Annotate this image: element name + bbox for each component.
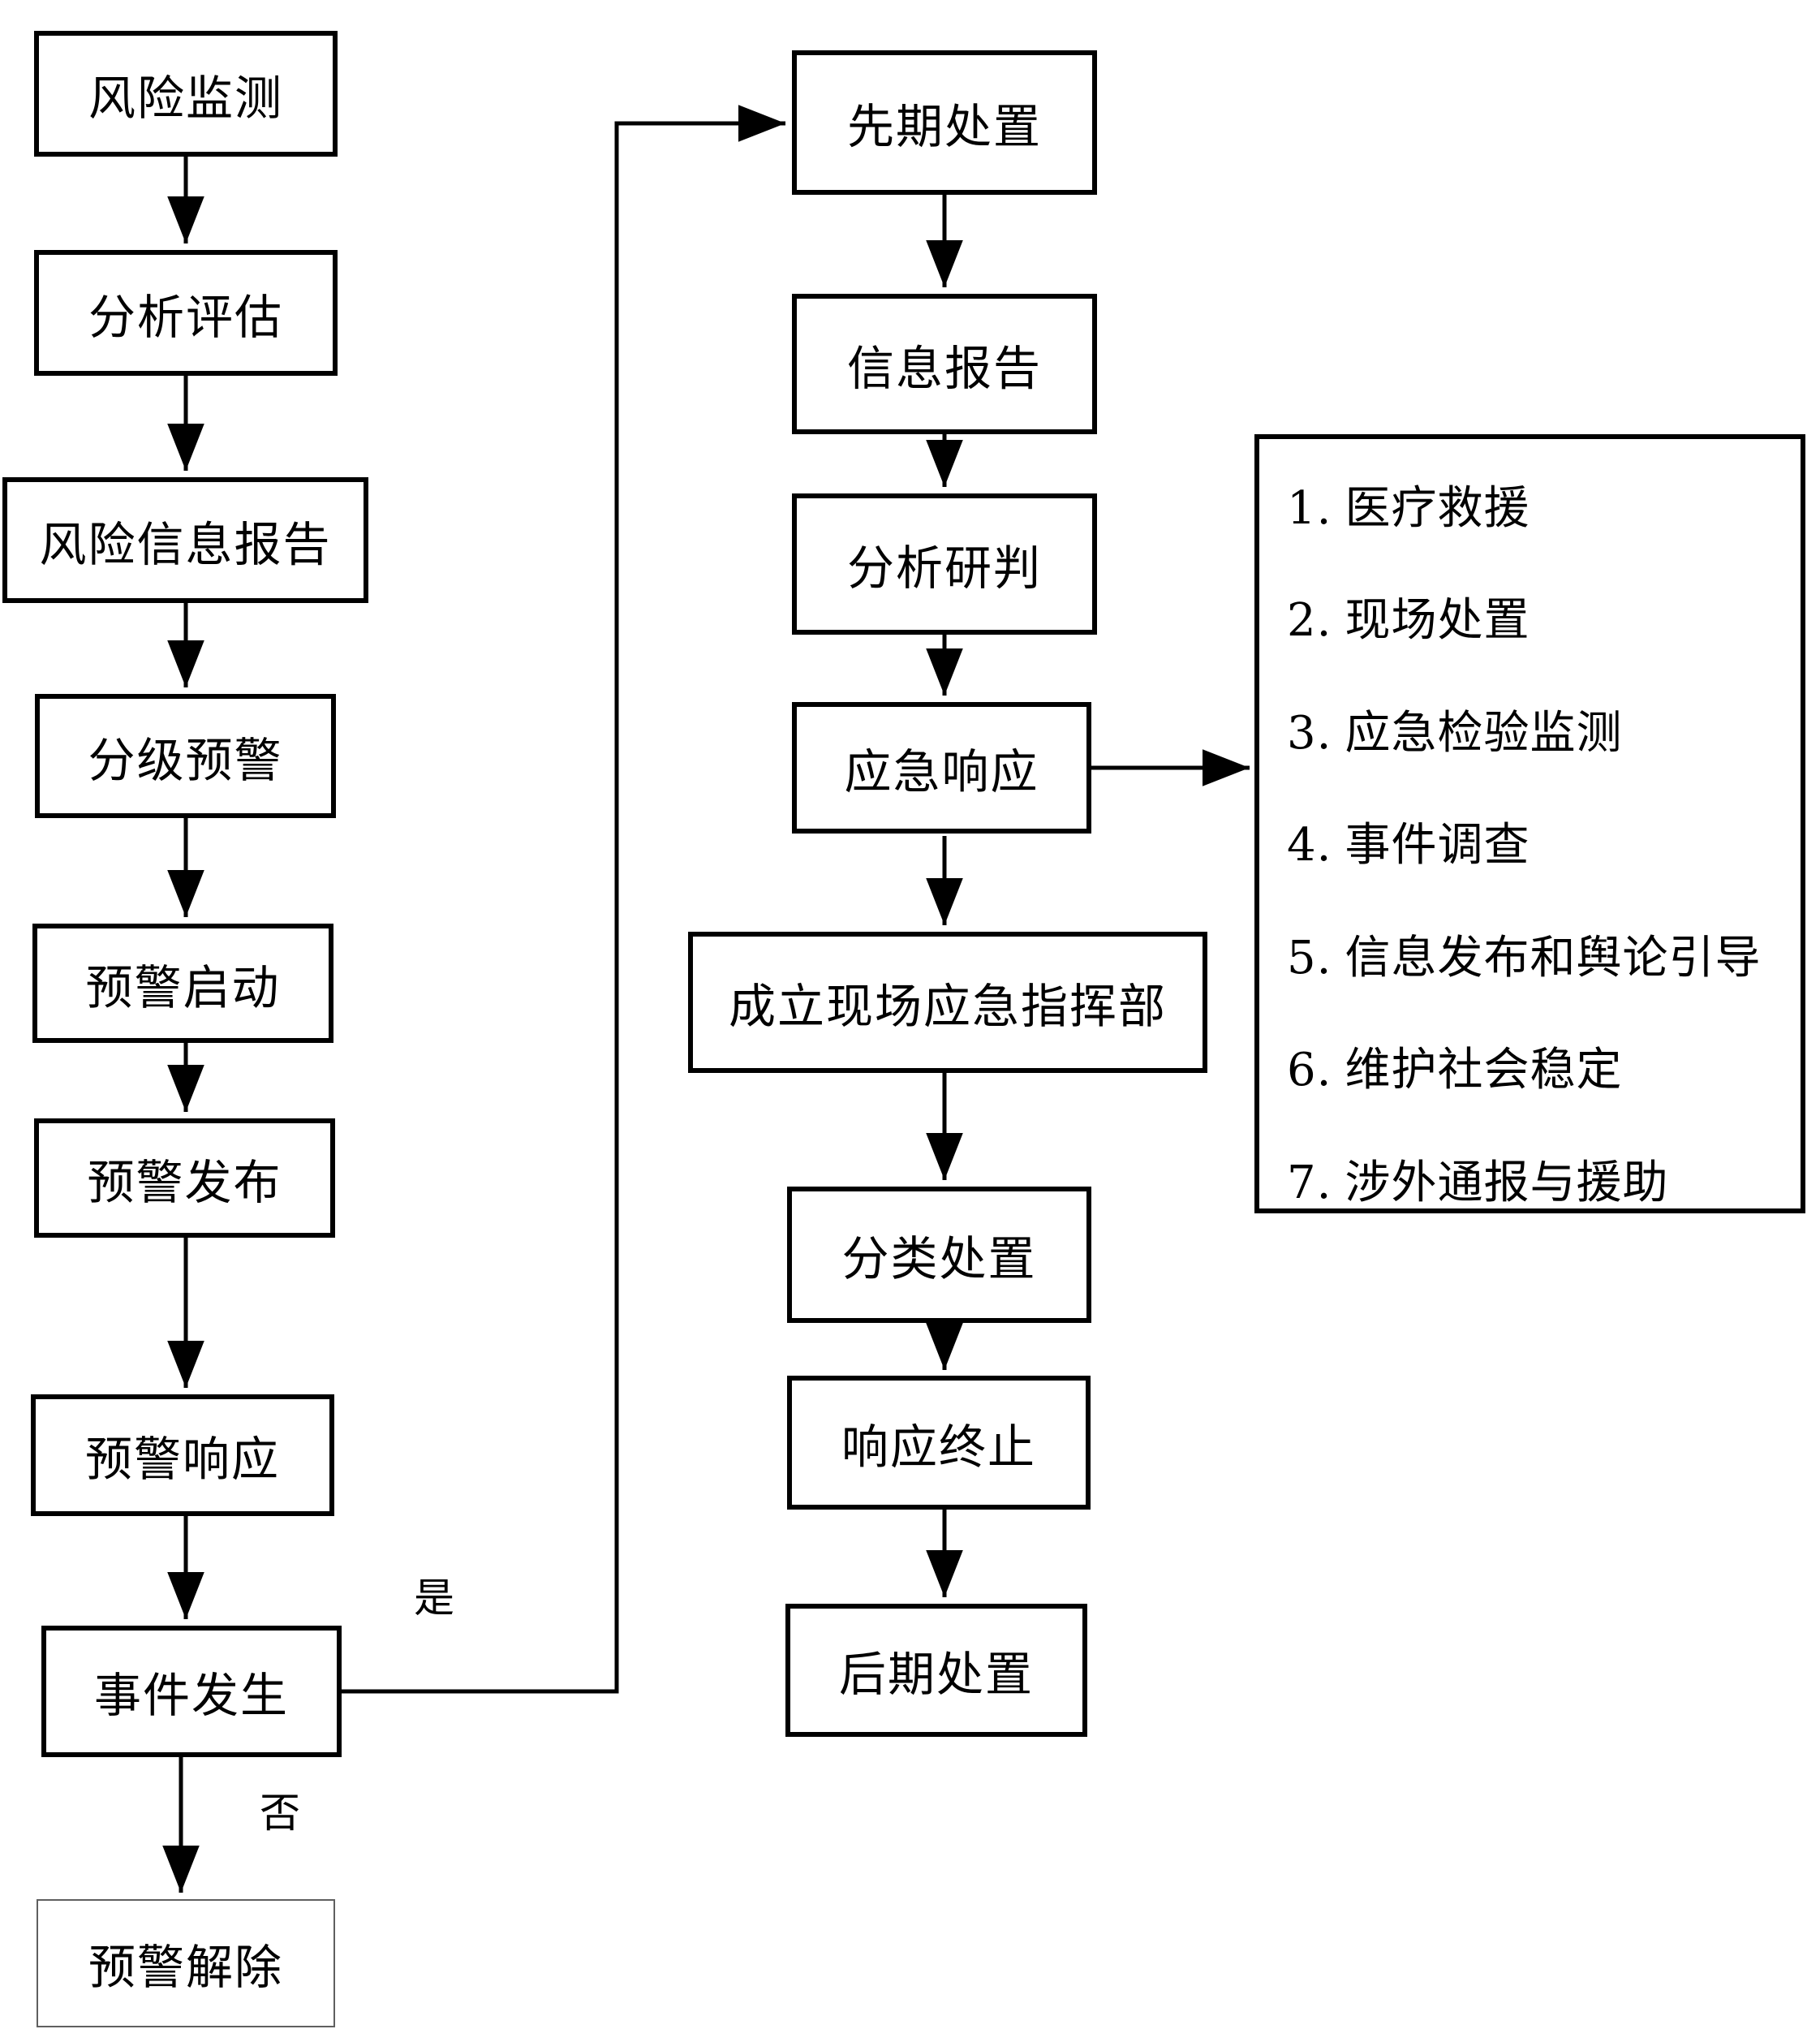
flow-box-graded-warning: 分级预警 <box>35 694 336 818</box>
arrow-yes-branch-event-to-initial-disposal <box>342 105 785 1694</box>
task-number: 1. <box>1287 482 1332 535</box>
task-item-info-release-guidance: 5.信息发布和舆论引导 <box>1287 931 1761 986</box>
flow-box-initial-disposal: 先期处置 <box>792 50 1097 195</box>
flow-box-label: 预警发布 <box>87 1154 282 1210</box>
task-number: 3. <box>1287 707 1332 760</box>
flow-box-label: 分析研判 <box>846 541 1042 596</box>
flow-box-label: 应急响应 <box>844 744 1039 799</box>
task-text: 事件调查 <box>1345 819 1530 872</box>
task-item-onsite-disposal: 2.现场处置 <box>1287 593 1530 648</box>
flow-box-label: 先期处置 <box>846 99 1042 154</box>
flow-box-label: 响应终止 <box>841 1419 1036 1475</box>
task-item-medical-rescue: 1.医疗救援 <box>1287 481 1530 536</box>
task-text: 应急检验监测 <box>1345 707 1623 760</box>
flow-box-label: 分析评估 <box>88 289 283 345</box>
task-number: 7. <box>1287 1157 1332 1209</box>
task-text: 现场处置 <box>1345 594 1530 647</box>
task-number: 5. <box>1287 932 1332 984</box>
flow-box-warning-response: 预警响应 <box>31 1394 334 1516</box>
flow-box-post-disposal: 后期处置 <box>785 1604 1087 1737</box>
task-text: 信息发布和舆论引导 <box>1345 932 1762 984</box>
task-item-emergency-inspection: 3.应急检验监测 <box>1287 706 1622 761</box>
branch-label-no: 否 <box>260 1781 300 1839</box>
flow-box-emergency-response: 应急响应 <box>792 702 1091 834</box>
flow-box-risk-info-report: 风险信息报告 <box>2 477 368 603</box>
flow-box-label: 风险监测 <box>88 70 283 126</box>
response-task-list: 1.医疗救援 2.现场处置 3.应急检验监测 4.事件调查 5.信息发布和舆论引… <box>1254 434 1805 1213</box>
flow-box-classified-disposal: 分类处置 <box>787 1187 1091 1323</box>
task-item-foreign-notification: 7.涉外通报与援助 <box>1287 1156 1668 1211</box>
flow-box-event-occurrence: 事件发生 <box>41 1626 342 1757</box>
task-item-social-stability: 6.维护社会稳定 <box>1287 1043 1622 1098</box>
flow-box-label: 分类处置 <box>841 1231 1037 1286</box>
flow-box-warning-lifted: 预警解除 <box>37 1899 335 2027</box>
flow-box-label: 预警解除 <box>88 1940 283 1995</box>
task-text: 涉外通报与援助 <box>1345 1157 1669 1209</box>
flow-box-response-termination: 响应终止 <box>787 1376 1091 1510</box>
task-text: 维护社会稳定 <box>1345 1044 1623 1096</box>
flow-box-label: 预警启动 <box>85 959 281 1015</box>
flow-box-label: 事件发生 <box>93 1668 289 1723</box>
flow-box-onsite-command-setup: 成立现场应急指挥部 <box>688 932 1207 1073</box>
branch-label-yes: 是 <box>414 1566 454 1624</box>
flow-box-label: 预警响应 <box>84 1432 280 1487</box>
task-number: 4. <box>1287 819 1332 872</box>
flow-box-label: 成立现场应急指挥部 <box>728 979 1167 1034</box>
task-number: 6. <box>1287 1044 1332 1096</box>
flow-box-label: 后期处置 <box>838 1647 1034 1702</box>
flow-box-label: 分级预警 <box>88 732 283 788</box>
flow-box-risk-monitoring: 风险监测 <box>34 31 338 157</box>
flow-box-analysis-evaluation: 分析评估 <box>34 250 338 376</box>
flow-box-label: 信息报告 <box>846 340 1042 396</box>
flow-box-warning-release: 预警发布 <box>34 1118 335 1238</box>
flow-box-label: 风险信息报告 <box>39 516 332 572</box>
flow-box-info-report: 信息报告 <box>792 294 1097 434</box>
task-number: 2. <box>1287 594 1332 647</box>
task-item-event-investigation: 4.事件调查 <box>1287 818 1530 873</box>
task-text: 医疗救援 <box>1345 482 1530 535</box>
flow-box-analysis-judgment: 分析研判 <box>792 493 1097 635</box>
flow-box-warning-activation: 预警启动 <box>32 924 333 1043</box>
